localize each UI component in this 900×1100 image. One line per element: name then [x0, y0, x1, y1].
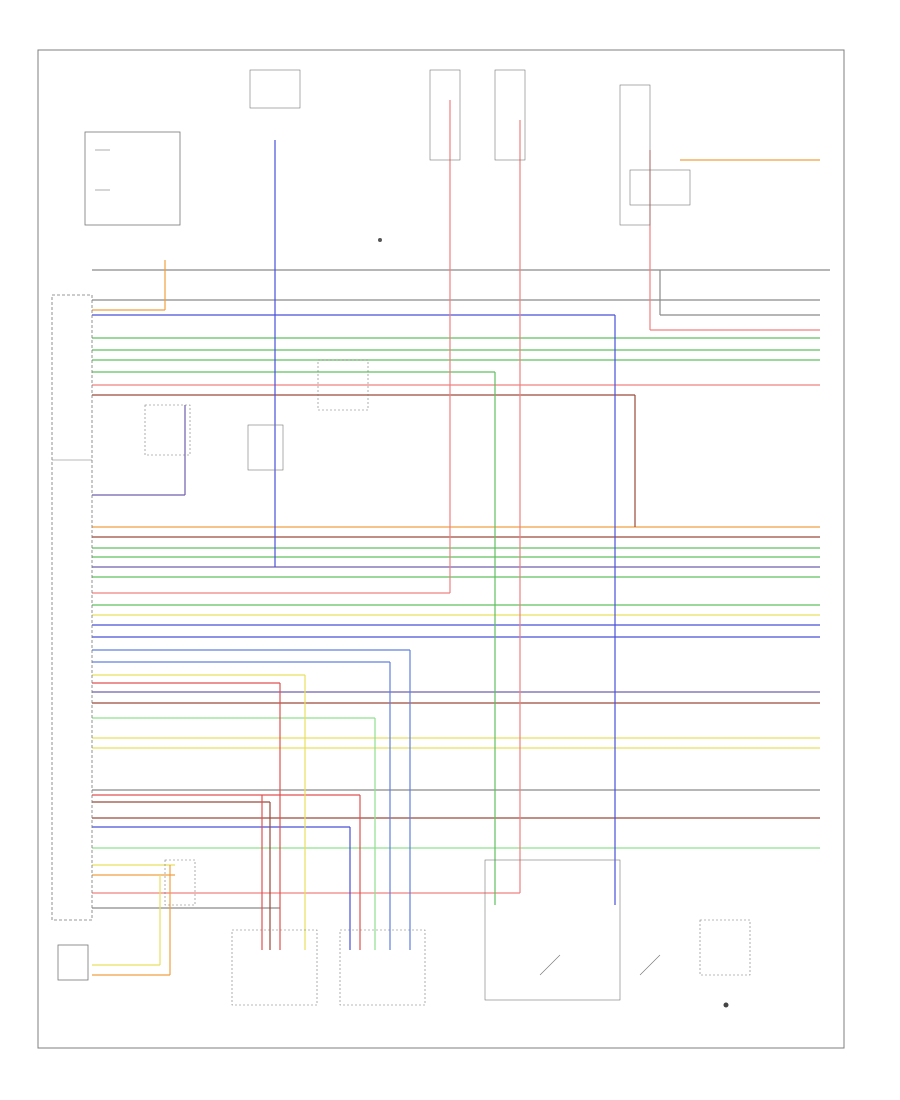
clock-spring	[84, 131, 181, 226]
ground-point	[723, 1002, 729, 1008]
ground-junction	[378, 238, 382, 242]
harness-switch	[164, 859, 196, 906]
ignition-relay	[247, 424, 284, 471]
diagram-frame	[37, 49, 845, 1049]
relay-top-right	[629, 169, 691, 206]
combination-sensor	[144, 404, 191, 456]
air-bag-module	[57, 944, 89, 981]
main-relay	[249, 69, 301, 109]
fuse-block-1	[429, 69, 461, 161]
seat-belt-sensor-right	[339, 929, 426, 1006]
buckle-switch	[699, 919, 751, 976]
fuse-block-3	[619, 84, 651, 226]
joint-connector	[317, 359, 369, 411]
position-sensor	[484, 859, 661, 1001]
wire-layer	[92, 100, 830, 976]
seat-belt-sensor-left	[231, 929, 318, 1006]
engine-control-module	[51, 294, 93, 921]
fuse-block-2	[494, 69, 526, 161]
